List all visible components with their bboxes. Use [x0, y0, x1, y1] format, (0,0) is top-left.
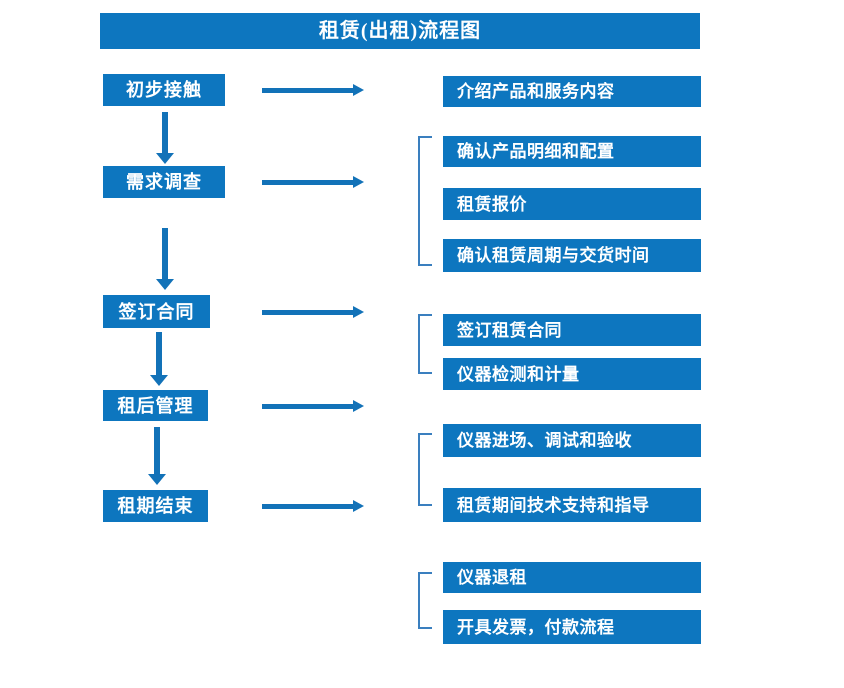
detail-label-10: 开具发票，付款流程	[457, 617, 615, 637]
detail-box-9[interactable]: 仪器退租	[443, 562, 701, 593]
chart-title-banner: 租赁(出租)流程图	[100, 13, 700, 49]
detail-box-2[interactable]: 确认产品明细和配置	[443, 136, 701, 167]
page-title: 租赁(出租)流程图	[318, 20, 482, 42]
detail-label-3: 租赁报价	[457, 194, 527, 214]
detail-label-7: 仪器进场、调试和验收	[457, 431, 632, 450]
stage-box-3[interactable]: 签订合同	[103, 295, 210, 328]
vertical-arrow-2	[156, 228, 174, 290]
stage-label-1: 初步接触	[126, 80, 202, 100]
detail-box-6[interactable]: 仪器检测和计量	[443, 358, 701, 390]
horizontal-arrow-5	[262, 500, 364, 512]
stage-box-4[interactable]: 租后管理	[103, 390, 208, 421]
stage-box-1[interactable]: 初步接触	[103, 74, 225, 106]
detail-box-7[interactable]: 仪器进场、调试和验收	[443, 424, 701, 457]
group-bracket-4	[418, 572, 432, 629]
stage-label-3: 签订合同	[118, 301, 195, 322]
detail-label-6: 仪器检测和计量	[457, 364, 580, 384]
detail-label-9: 仪器退租	[457, 568, 527, 587]
group-bracket-3	[418, 433, 432, 506]
detail-box-8[interactable]: 租赁期间技术支持和指导	[443, 488, 701, 522]
detail-label-2: 确认产品明细和配置	[457, 142, 615, 161]
detail-box-4[interactable]: 确认租赁周期与交货时间	[443, 239, 701, 272]
stage-box-5[interactable]: 租期结束	[103, 490, 208, 522]
vertical-arrow-3	[150, 332, 168, 386]
detail-label-4: 确认租赁周期与交货时间	[457, 246, 650, 265]
detail-box-5[interactable]: 签订租赁合同	[443, 314, 701, 346]
stage-label-5: 租期结束	[117, 496, 194, 516]
horizontal-arrow-3	[262, 306, 364, 318]
horizontal-arrow-4	[262, 400, 364, 412]
detail-box-3[interactable]: 租赁报价	[443, 188, 701, 220]
stage-label-4: 租后管理	[117, 395, 194, 416]
detail-box-10[interactable]: 开具发票，付款流程	[443, 610, 701, 644]
detail-label-5: 签订租赁合同	[457, 320, 562, 340]
horizontal-arrow-1	[262, 84, 364, 96]
detail-box-1[interactable]: 介绍产品和服务内容	[443, 76, 701, 107]
detail-label-8: 租赁期间技术支持和指导	[457, 495, 650, 515]
group-bracket-2	[418, 314, 432, 374]
vertical-arrow-1	[156, 112, 174, 164]
group-bracket-1	[418, 136, 432, 266]
vertical-arrow-4	[148, 427, 166, 485]
horizontal-arrow-2	[262, 176, 364, 188]
detail-label-1: 介绍产品和服务内容	[457, 82, 615, 101]
stage-box-2[interactable]: 需求调查	[103, 166, 225, 198]
stage-label-2: 需求调查	[126, 172, 202, 192]
